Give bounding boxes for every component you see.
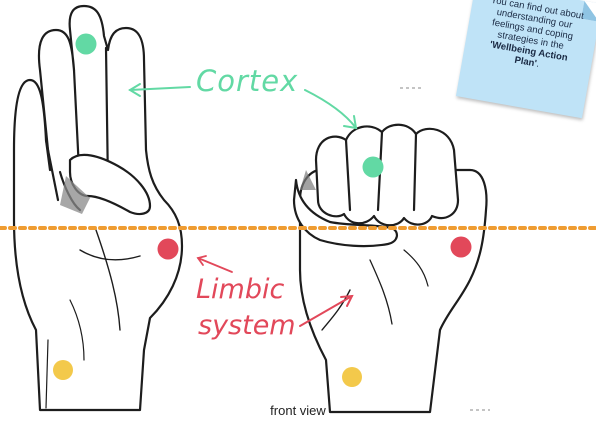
cortex-arrow-right xyxy=(305,90,356,128)
open-hand-icon xyxy=(14,6,182,410)
limbic-marker-open-hand xyxy=(158,239,179,260)
front-view-caption: front view xyxy=(0,403,596,418)
note-text-after: . xyxy=(536,59,541,70)
limbic-arrow-left xyxy=(198,256,232,272)
limbic-marker-fist xyxy=(451,237,472,258)
cortex-marker-open-hand xyxy=(76,34,97,55)
wrist-marker-fist xyxy=(342,367,362,387)
cortex-label: Cortex xyxy=(196,64,298,98)
limbic-system-label: Limbic system xyxy=(196,272,296,344)
limbic-label-line2: system xyxy=(196,308,296,344)
note-text: 'You can find out about understanding ou… xyxy=(475,0,589,77)
cortex-marker-fist xyxy=(363,157,384,178)
fist-icon xyxy=(294,125,486,412)
limbic-label-line1: Limbic xyxy=(196,272,296,308)
wrist-marker-open-hand xyxy=(53,360,73,380)
